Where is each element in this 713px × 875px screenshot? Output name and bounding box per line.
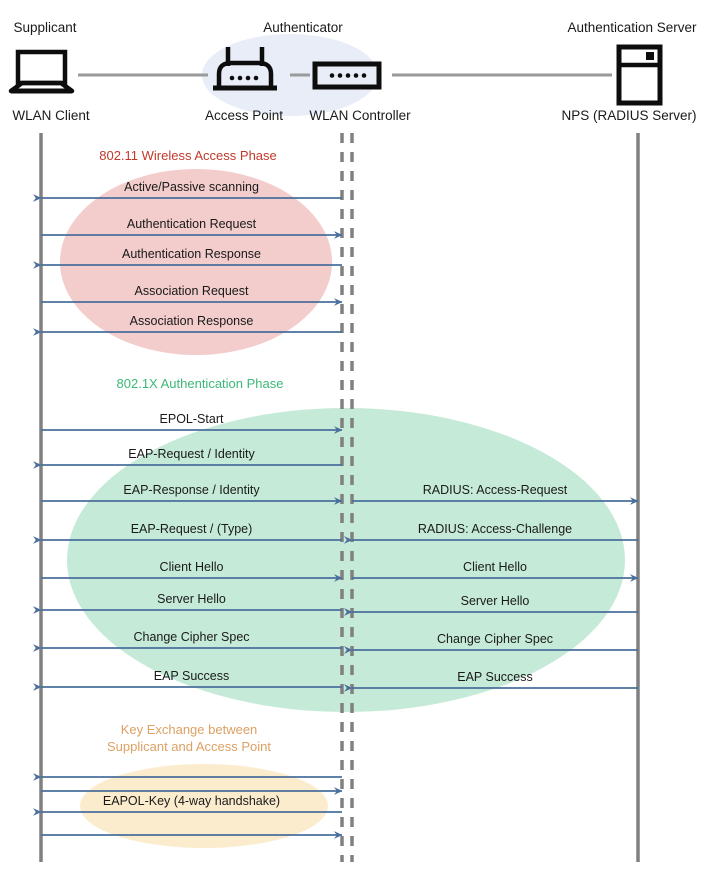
actor-device-wlan-controller: WLAN Controller: [309, 108, 411, 123]
actor-role-supplicant: Supplicant: [13, 20, 77, 35]
actor-role-authenticator: Authenticator: [263, 20, 343, 35]
message-left-label: EAP-Request / Identity: [128, 447, 255, 461]
actor-role-authentication-server: Authentication Server: [567, 20, 697, 35]
message-right-label: EAP Success: [457, 670, 533, 684]
actor-device-wlan-client: WLAN Client: [12, 108, 90, 123]
message-left-label: Client Hello: [159, 560, 224, 574]
message-left-label: Authentication Request: [126, 217, 257, 231]
phase-label-key-exchange-line2: Supplicant and Access Point: [106, 739, 272, 754]
message-left-label: Authentication Response: [122, 247, 261, 261]
server-tower-icon: [616, 44, 663, 106]
message-left-label: EAPOL-Key (4-way handshake): [102, 794, 281, 808]
laptop-icon: [8, 49, 75, 94]
phase-label-key-exchange: Key Exchange between Supplicant and Acce…: [107, 721, 271, 755]
message-left-label: Change Cipher Spec: [133, 630, 250, 644]
message-arrow-layer: [33, 194, 639, 839]
actor-device-access-point: Access Point: [204, 108, 284, 123]
message-left-label: Server Hello: [157, 592, 226, 606]
message-right-label: RADIUS: Access-Request: [422, 483, 568, 497]
message-right-label: Change Cipher Spec: [436, 632, 554, 646]
phase-80211-ellipse: [60, 169, 332, 355]
message-right-label: RADIUS: Access-Challenge: [417, 522, 573, 536]
wireless-router-icon: [213, 47, 277, 91]
controller-box-icon: [312, 61, 382, 90]
message-right-label: Server Hello: [460, 594, 530, 608]
phase-8021x-ellipse: [67, 408, 625, 712]
message-left-label: EAP Success: [153, 669, 230, 683]
phase-label-80211: 802.11 Wireless Access Phase: [99, 148, 277, 163]
actor-device-nps-radius-server: NPS (RADIUS Server): [561, 108, 697, 123]
message-left-label: EPOL-Start: [159, 412, 224, 426]
phase-key-exchange-ellipse: [80, 764, 328, 848]
message-left-label: EAP-Request / (Type): [130, 522, 253, 536]
message-left-label: Association Request: [134, 284, 249, 298]
message-left-label: Association Response: [129, 314, 254, 328]
message-left-label: Active/Passive scanning: [124, 180, 259, 194]
message-right-label: Client Hello: [463, 560, 527, 574]
phase-label-key-exchange-line1: Key Exchange between: [120, 722, 258, 737]
message-left-label: EAP-Response / Identity: [123, 483, 260, 497]
phase-label-8021x: 802.1X Authentication Phase: [116, 376, 284, 391]
